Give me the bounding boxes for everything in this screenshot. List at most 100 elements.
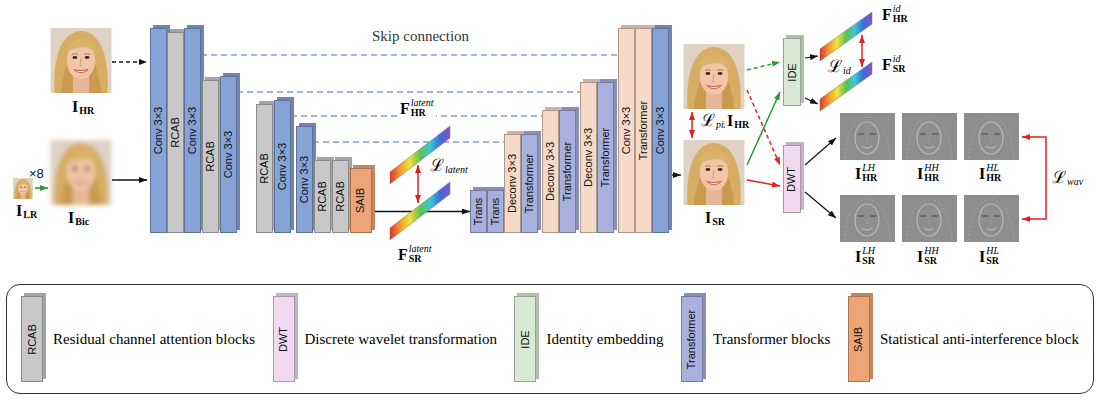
block-label: Deconv 3×3 [582, 128, 595, 187]
network-block: SAIB [350, 168, 372, 233]
math-symbol: I [917, 247, 923, 266]
superscript: LH [862, 246, 875, 256]
legend-swatch: IDE [514, 296, 536, 382]
math-symbol: F [400, 99, 410, 118]
subscript: id [843, 66, 851, 76]
math-label: FlatentHR [398, 98, 436, 118]
network-block: Trans [487, 190, 504, 233]
subscript: HR [411, 108, 434, 118]
block-label: RCAB [204, 141, 217, 172]
script-spacer [712, 208, 725, 217]
math-symbol: I [979, 164, 985, 183]
network-block: Conv 3×3 [296, 126, 313, 233]
math-symbol: I [979, 247, 985, 266]
subscript: HR [79, 106, 94, 116]
scale-factor: ×8 [29, 166, 44, 181]
superscript: id [893, 54, 906, 64]
network-block: Deconv 3×3 [580, 82, 597, 233]
network-block: Conv 3×3 [220, 76, 237, 233]
subscript: SR [893, 64, 906, 74]
script-stack: SR [712, 208, 725, 227]
network-block: Transformer [559, 110, 576, 233]
math-symbol: I [855, 164, 861, 183]
math-label: ILHSR [853, 246, 877, 266]
block-label: IDE [786, 63, 799, 81]
math-symbol: I [917, 164, 923, 183]
network-block: RCAB [256, 104, 273, 233]
script-stack: Bic [75, 208, 89, 227]
subscript: SR [712, 217, 725, 227]
network-block: Conv 3×3 [184, 28, 201, 233]
block-label: RCAB [258, 153, 271, 184]
legend-item: RCABResidual channel attention blocks [21, 296, 255, 382]
script-spacer [1067, 168, 1083, 177]
math-label: FidSR [880, 54, 908, 74]
block-label: Transformer [599, 128, 612, 188]
network-block: Transformer [597, 82, 614, 233]
network-block: Transformer [635, 28, 652, 233]
math-label: ILHHR [853, 163, 879, 183]
subscript: SR [924, 256, 938, 266]
subscript: HR [986, 173, 1001, 183]
math-symbol: F [398, 245, 408, 264]
legend-item: SAIBStatistical anti-interference block [848, 296, 1079, 382]
superscript: HL [986, 246, 999, 256]
legend-text: Statistical anti-interference block [880, 331, 1079, 348]
script-stack: LHSR [862, 246, 875, 266]
legend-text: Discrete wavelet transformation [305, 331, 497, 348]
network-block: Trans [470, 190, 487, 233]
script-stack: HLHR [986, 163, 1001, 183]
math-label: IHHHR [915, 163, 941, 183]
superscript: id [893, 4, 908, 14]
math-symbol: ℒ [1052, 168, 1066, 187]
network-block: Conv 3×3 [618, 28, 635, 233]
script-spacer [843, 57, 851, 66]
math-symbol: I [855, 247, 861, 266]
block-label: Conv 3×3 [620, 107, 633, 154]
script-stack: HR [79, 97, 94, 116]
superscript: HH [924, 246, 938, 256]
script-stack: wav [1067, 168, 1083, 187]
skip-connection [313, 141, 504, 142]
superscript: latent [409, 244, 432, 254]
swatch-label: RCAB [26, 324, 39, 355]
legend-box: RCABResidual channel attention blocksDWT… [6, 284, 1094, 394]
math-symbol: I [68, 208, 74, 227]
superscript: HL [986, 163, 1001, 173]
legend-item: DWTDiscrete wavelet transformation [273, 296, 497, 382]
script-stack: idHR [893, 4, 908, 24]
block-label: Transformer [637, 101, 650, 161]
math-symbol: I [727, 111, 733, 130]
block-label: Deconv 3×3 [544, 142, 557, 201]
script-stack: LR [23, 201, 37, 220]
script-stack: latent [445, 156, 468, 175]
block-label: DWT [786, 166, 799, 191]
script-stack: HR [734, 111, 749, 130]
superscript: HH [924, 163, 939, 173]
block-label: Conv 3×3 [152, 107, 165, 154]
network-block: Deconv 3×3 [504, 134, 521, 233]
block-label: Trans [489, 198, 502, 226]
script-stack: HHHR [924, 163, 939, 183]
math-label: FlatentSR [396, 244, 434, 264]
block-label: Conv 3×3 [222, 131, 235, 178]
subscript: HR [893, 14, 908, 24]
script-spacer [75, 208, 89, 217]
network-block: Transformer [521, 134, 538, 233]
block-label: Conv 3×3 [276, 143, 289, 190]
superscript: LH [862, 163, 877, 173]
math-label: ℒid [826, 57, 853, 76]
script-stack: HLSR [986, 246, 999, 266]
block-label: RCAB [169, 117, 182, 148]
network-block: RCAB [202, 80, 219, 233]
subscript: Bic [75, 217, 89, 227]
block-label: Trans [472, 198, 485, 226]
network-block: IDE [783, 38, 801, 106]
math-label: ISR [703, 208, 727, 227]
block-label: RCAB [316, 181, 329, 212]
subscript: latent [445, 165, 468, 175]
block-label: SAIB [355, 188, 368, 213]
block-label: Transformer [523, 154, 536, 214]
math-symbol: I [16, 201, 22, 220]
